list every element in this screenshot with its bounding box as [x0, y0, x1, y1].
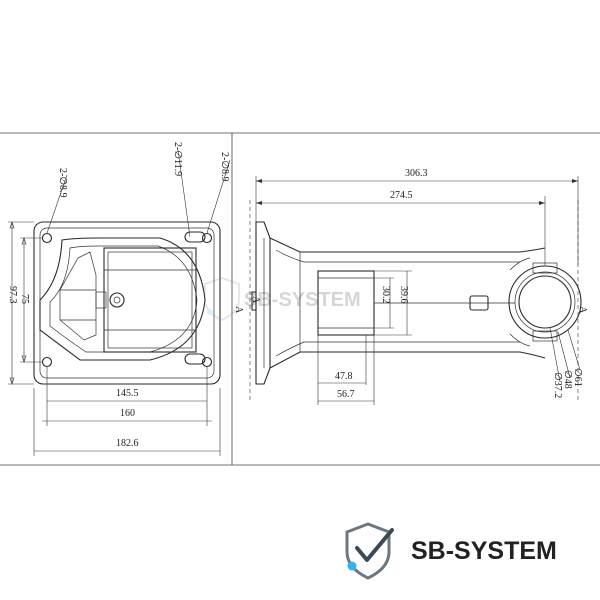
- dim-block-56: 56.7: [337, 389, 355, 400]
- slot-top-mid: [184, 231, 206, 243]
- side-ring-inner: [518, 275, 572, 329]
- watermark-text: SB-SYSTEM: [244, 289, 361, 311]
- side-ring-outer: [508, 265, 582, 339]
- dim-width-145: 145.5: [116, 388, 139, 399]
- side-pin: [469, 295, 489, 311]
- shield-check-icon: [345, 522, 391, 580]
- watermark-shield-icon: [204, 276, 240, 322]
- hole-top-right: [201, 232, 213, 244]
- section-label-right: A: [577, 306, 588, 314]
- dia-61: ∅61: [572, 368, 583, 387]
- dim-block-height: 30.2: [380, 286, 391, 304]
- section-label-mid: A: [250, 296, 261, 304]
- dim-length-total: 306.3: [405, 168, 428, 179]
- dim-height-inner: 75: [19, 294, 30, 304]
- brand-dot: [347, 561, 357, 571]
- brand-name: SB-SYSTEM: [411, 537, 557, 565]
- dim-width-160: 160: [120, 408, 135, 419]
- section-label-left: A: [233, 306, 244, 314]
- front-view: 2-∅8.9 2-∅11.9 2-∅8.9 97.3 75 145.5 160 …: [7, 142, 231, 456]
- hole-top-left: [41, 232, 53, 244]
- brand-logo: SB-SYSTEM: [345, 522, 557, 580]
- label-holes-top-left: 2-∅8.9: [57, 168, 68, 198]
- front-bolt: [109, 292, 125, 308]
- label-holes-top-right: 2-∅8.9: [219, 152, 230, 182]
- dim-block-outer: 39.6: [398, 286, 409, 304]
- dia-37: ∅37.2: [552, 372, 563, 398]
- hole-bottom-left: [41, 356, 53, 368]
- dim-length-274: 274.5: [390, 190, 413, 201]
- dim-width-182: 182.6: [116, 438, 139, 449]
- side-view: A A A 306.3 274.5 30.2 39.6 47.8 56.7: [233, 168, 588, 405]
- front-base-plate: [33, 221, 221, 385]
- dim-block-47: 47.8: [335, 371, 353, 382]
- label-holes-top-mid: 2-∅11.9: [172, 142, 183, 176]
- dia-48: ∅48: [562, 370, 573, 389]
- front-cap: [103, 247, 197, 353]
- watermark: SB-SYSTEM: [204, 276, 361, 322]
- side-arm-body: [269, 237, 546, 369]
- dim-height-outer: 97.3: [7, 286, 18, 304]
- front-arm-housing: [39, 237, 206, 361]
